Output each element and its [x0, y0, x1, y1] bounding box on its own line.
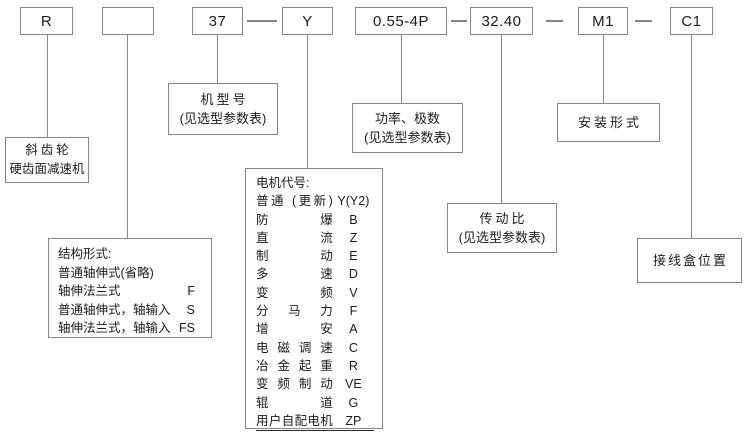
motor-code-row: 电磁调速 C [256, 339, 374, 357]
motor-code-row: 普通 (更新) Y(Y2) [256, 192, 374, 210]
code-segment-r-label: R [40, 12, 53, 30]
structure-type-label: 普通轴伸式，轴输入 [58, 302, 171, 317]
connector-line-structure [127, 35, 128, 238]
motor-code-value: E [349, 249, 358, 264]
motor-code-label: 增安 [256, 322, 333, 337]
structure-type-box: 结构形式: 普通轴伸式(省略) 轴伸法兰式 F 普通轴伸式，轴输入 S 轴伸法兰… [48, 238, 212, 338]
motor-code-row: 辊道 G [256, 394, 374, 412]
motor-code-value: Y(Y2) [337, 194, 370, 209]
code-segment-r: R [20, 7, 73, 35]
dash-connector [247, 20, 277, 22]
transmission-ratio-line2: (见选型参数表) [458, 230, 546, 245]
connector-line-power [401, 35, 402, 103]
power-poles-box: 功率、极数 (见选型参数表) [352, 103, 463, 153]
structure-type-code: S [186, 302, 195, 317]
code-segment-junction: C1 [670, 7, 713, 35]
motor-code-value: A [349, 322, 358, 337]
motor-code-label: 制动 [256, 249, 333, 264]
motor-code-row-user-supplied: 用户自配电机 ZP [256, 412, 374, 432]
motor-code-row: 增安 A [256, 320, 374, 338]
code-segment-ratio-label: 32.40 [481, 12, 522, 30]
connector-line-r [47, 35, 48, 137]
motor-code-row: 制动 E [256, 247, 374, 265]
motor-code-value: V [349, 285, 358, 300]
motor-code-title: 电机代号: [256, 176, 310, 190]
code-segment-mount: M1 [578, 7, 628, 35]
mounting-type-line1: 安装形式 [577, 114, 642, 130]
motor-code-label: 直流 [256, 230, 333, 245]
motor-code-label: 多速 [256, 267, 333, 282]
junction-box-position-line1: 接线盒位置 [652, 252, 728, 268]
structure-type-label: 轴伸法兰式 [58, 284, 121, 298]
power-poles-line1: 功率、极数 [374, 110, 440, 126]
code-segment-junction-label: C1 [681, 12, 702, 30]
motor-code-label: 防爆 [256, 212, 333, 227]
power-poles-line2: (见选型参数表) [364, 130, 451, 145]
connector-line-mount [603, 35, 604, 103]
structure-type-row: 普通轴伸式，轴输入 S [58, 301, 201, 320]
motor-code-value: R [348, 358, 358, 373]
dash-connector [451, 20, 467, 22]
structure-type-row: 普通轴伸式(省略) [58, 264, 201, 283]
motor-code-value: Z [349, 230, 358, 245]
motor-code-row: 直流 Z [256, 229, 374, 247]
motor-code-row: 分马力 F [256, 302, 374, 320]
reducer-type-box: 斜齿轮 硬齿面减速机 [5, 137, 89, 183]
motor-code-value: C [348, 340, 358, 355]
motor-code-row: 变频制动 VE [256, 375, 374, 393]
structure-type-label: 普通轴伸式(省略) [58, 265, 154, 280]
code-segment-model: 37 [192, 7, 243, 35]
motor-code-label: 电磁调速 [256, 340, 333, 355]
connector-line-ratio [501, 35, 502, 203]
motor-code-label: 变频制动 [256, 377, 333, 392]
code-segment-power-label: 0.55-4P [372, 12, 430, 30]
code-segment-motor: Y [282, 7, 333, 35]
structure-type-code: FS [179, 321, 195, 335]
code-segment-motor-label: Y [302, 12, 313, 30]
motor-code-value: G [348, 395, 359, 410]
model-number-line1: 机型号 [200, 91, 249, 107]
structure-type-row: 轴伸法兰式，轴输入 FS [58, 319, 201, 338]
code-segment-structure [102, 7, 154, 35]
motor-code-row: 变频 V [256, 284, 374, 302]
motor-code-value: F [349, 304, 358, 319]
motor-code-value: VE [345, 377, 362, 392]
structure-type-label: 轴伸法兰式，轴输入 [58, 321, 171, 335]
motor-code-label: 分马力 [256, 304, 333, 319]
mounting-type-box: 安装形式 [557, 103, 660, 142]
junction-box-position-box: 接线盒位置 [637, 238, 742, 283]
structure-type-row: 轴伸法兰式 F [58, 282, 201, 301]
structure-type-code: F [187, 284, 195, 298]
motor-code-value: D [348, 267, 358, 282]
motor-code-label: 辊道 [256, 395, 333, 410]
code-segment-power: 0.55-4P [355, 7, 447, 35]
motor-code-label: 用户自配电机 [256, 413, 333, 428]
connector-line-model [217, 35, 218, 83]
motor-code-box: 电机代号: 普通 (更新) Y(Y2) 防爆 B 直流 Z 制动 E 多速 D … [245, 168, 383, 432]
motor-code-label: 普通 (更新) [256, 194, 333, 209]
motor-code-row: 冶金起重 R [256, 357, 374, 375]
code-segment-mount-label: M1 [592, 12, 614, 30]
dash-connector [635, 20, 652, 22]
motor-code-value: ZP [345, 413, 362, 428]
reducer-type-line2: 硬齿面减速机 [9, 162, 85, 176]
structure-type-code [195, 264, 201, 283]
motor-code-value: B [349, 212, 358, 227]
dash-connector [546, 20, 563, 22]
reducer-type-line1: 斜齿轮 [25, 142, 72, 157]
transmission-ratio-line1: 传动比 [479, 210, 528, 226]
transmission-ratio-box: 传动比 (见选型参数表) [447, 203, 557, 253]
motor-code-label: 冶金起重 [256, 358, 333, 373]
connector-line-junction [691, 35, 692, 238]
motor-code-row: 防爆 B [256, 211, 374, 229]
motor-code-row: 多速 D [256, 265, 374, 283]
motor-code-label: 变频 [256, 285, 333, 300]
model-number-box: 机型号 (见选型参数表) [168, 83, 278, 135]
structure-type-title: 结构形式: [58, 247, 112, 261]
model-number-line2: (见选型参数表) [179, 111, 267, 126]
connector-line-motor [307, 35, 308, 168]
code-segment-model-label: 37 [208, 12, 227, 30]
code-segment-ratio: 32.40 [470, 7, 533, 35]
